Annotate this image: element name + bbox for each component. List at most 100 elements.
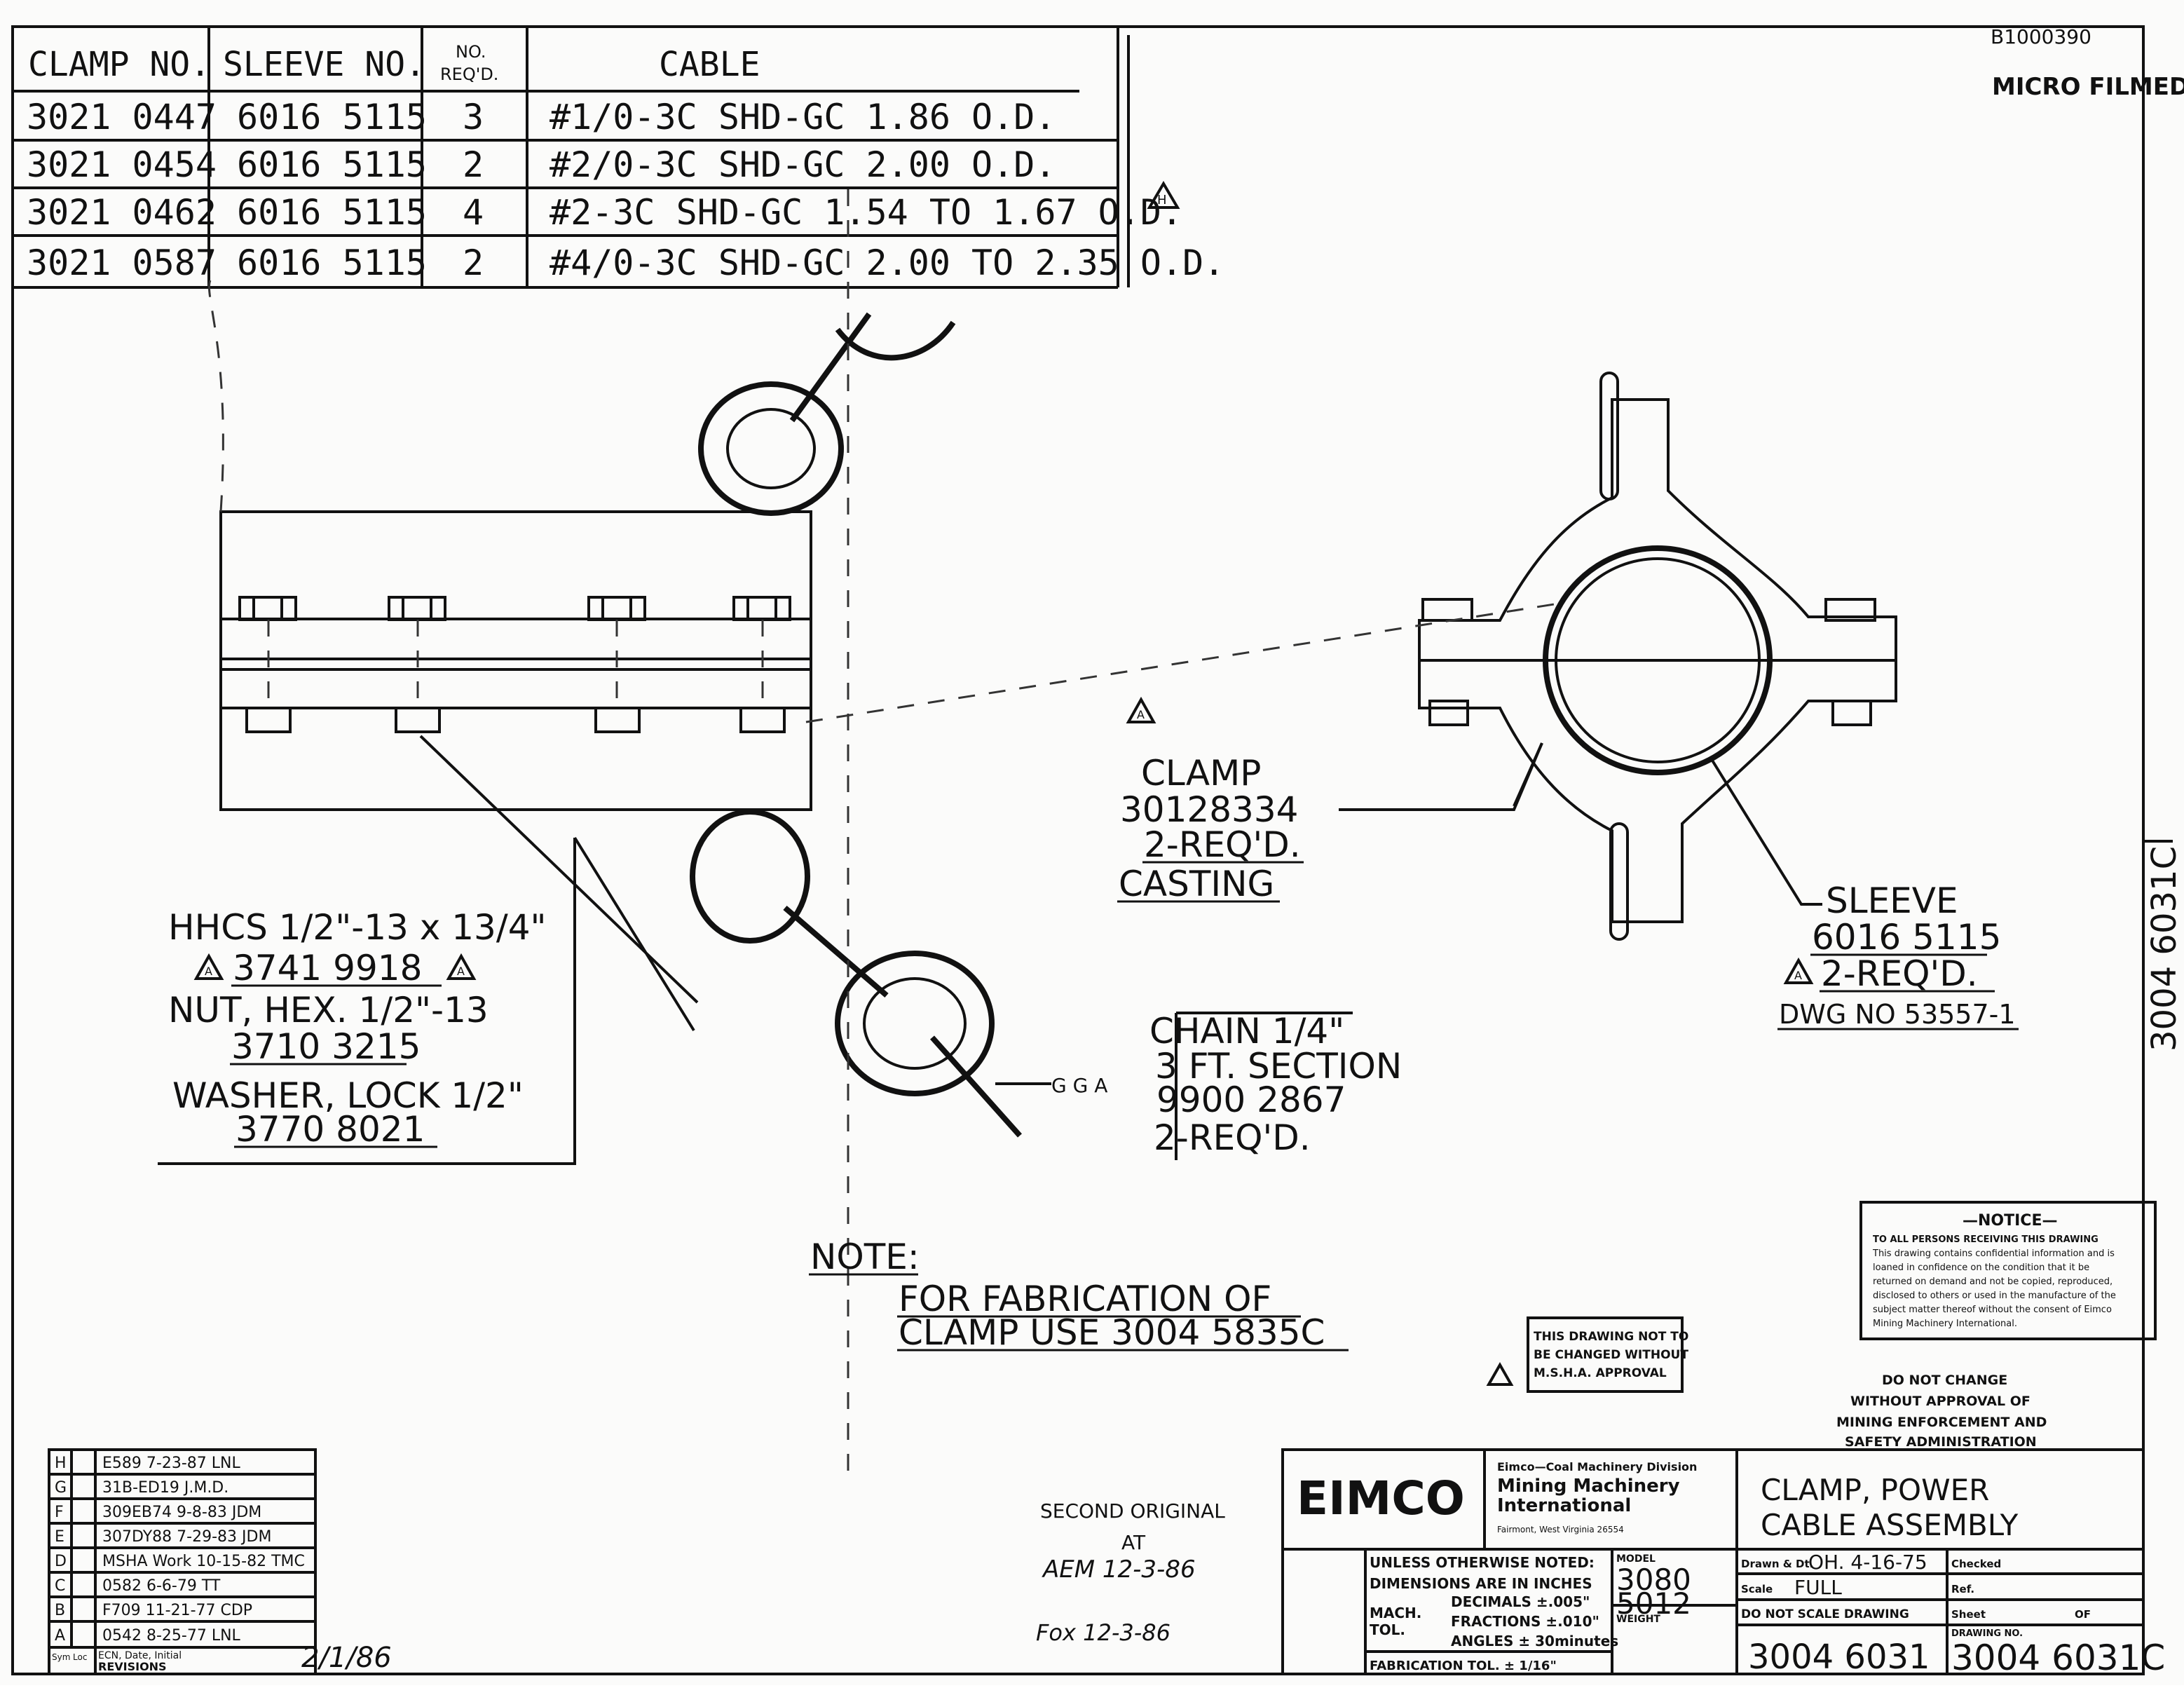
svg-text:TO ALL PERSONS RECEIVING THIS: TO ALL PERSONS RECEIVING THIS DRAWING — [1873, 1234, 2098, 1245]
svg-text:ECN, Date, Initial: ECN, Date, Initial — [98, 1650, 182, 1661]
row4-req: 2 — [463, 243, 484, 283]
sleeve-bolt-head-right — [1824, 598, 1876, 622]
chain-link-2 — [930, 1035, 1022, 1138]
svg-text:Eimco—Coal Machinery Division: Eimco—Coal Machinery Division — [1497, 1460, 1697, 1473]
hhcs-rev-triangle — [193, 953, 224, 980]
svg-text:Loc: Loc — [73, 1652, 87, 1662]
svg-text:This drawing contains confiden: This drawing contains confidential infor… — [1872, 1248, 2115, 1259]
sleeve-quantity: 2-REQ'D. — [1821, 953, 1978, 994]
svg-text:A: A — [1137, 708, 1145, 721]
svg-text:0542 8-25-77 LNL: 0542 8-25-77 LNL — [102, 1627, 241, 1645]
hhcs-part-number: 3741 9918 — [233, 948, 422, 988]
row2-req: 2 — [463, 144, 484, 185]
svg-text:Checked: Checked — [1951, 1558, 2001, 1570]
washer-part-number: 3770 8021 — [236, 1109, 425, 1150]
svg-text:disclosed to others or used in: disclosed to others or used in the manuf… — [1873, 1291, 2116, 1301]
header-req-line1: NO. — [456, 42, 486, 62]
clamp-callout: A CLAMP 30128334 2-REQ'D. CASTING — [1117, 696, 1543, 904]
svg-text:A: A — [205, 965, 212, 978]
svg-text:Fairmont, West Virginia 26554: Fairmont, West Virginia 26554 — [1497, 1525, 1624, 1534]
clamp-label: CLAMP — [1141, 753, 1261, 794]
svg-text:FABRICATION TOL. ± 1/16": FABRICATION TOL. ± 1/16" — [1370, 1659, 1557, 1673]
note-line-2: CLAMP USE 3004 5835C — [899, 1312, 1325, 1353]
side-drawing-number: 3004 6031C — [2145, 846, 2184, 1051]
clamp-quantity: 2-REQ'D. — [1144, 824, 1301, 865]
chain-link-1 — [783, 905, 889, 998]
microfilmed-stamp: MICRO FILMED — [1992, 73, 2184, 101]
chain-quantity: 2-REQ'D. — [1154, 1117, 1311, 1158]
title-block: EIMCO Eimco—Coal Machinery Division Mini… — [1281, 1448, 2165, 1678]
row1-cable: #1/0-3C SHD-GC 1.86 O.D. — [550, 97, 1056, 137]
svg-text:Sheet: Sheet — [1951, 1608, 1986, 1621]
section-line — [805, 601, 1564, 723]
svg-text:DO NOT CHANGE: DO NOT CHANGE — [1882, 1373, 2007, 1388]
chain-callout: G G A CHAIN 1/4" 3 FT. SECTION 9900 2867… — [995, 1011, 1402, 1160]
svg-text:MODEL: MODEL — [1616, 1553, 1656, 1565]
svg-text:returned on demand and not be: returned on demand and not be copied, re… — [1873, 1277, 2113, 1287]
chain-part-number: 9900 2867 — [1156, 1080, 1346, 1120]
svg-text:WEIGHT: WEIGHT — [1616, 1614, 1660, 1625]
row4-cable: #4/0-3C SHD-GC 2.00 TO 2.35 O.D. — [550, 243, 1224, 283]
revisions-title: REVISIONS — [98, 1660, 167, 1673]
msha-approval-box: THIS DRAWING NOT TO BE CHANGED WITHOUT M… — [1486, 1316, 1688, 1393]
chain-ring — [835, 951, 995, 1096]
row3-req: 4 — [463, 192, 484, 233]
svg-text:ANGLES ± 30minutes: ANGLES ± 30minutes — [1451, 1633, 1618, 1649]
svg-text:FRACTIONS ±.010": FRACTIONS ±.010" — [1451, 1613, 1599, 1630]
part-number: 3004 6031 — [1748, 1638, 1930, 1677]
company-name-1: Mining Machinery — [1497, 1476, 1680, 1497]
svg-text:loaned in confidence on the co: loaned in confidence on the condition th… — [1873, 1262, 2089, 1273]
svg-text:OF: OF — [2075, 1608, 2091, 1621]
svg-text:DO NOT SCALE DRAWING: DO NOT SCALE DRAWING — [1741, 1607, 1909, 1621]
notice-box: —NOTICE— TO ALL PERSONS RECEIVING THIS D… — [1859, 1201, 2157, 1340]
sleeve-part-number: 6016 5115 — [1812, 917, 2001, 958]
svg-text:SAFETY ADMINISTRATION: SAFETY ADMINISTRATION — [1845, 1434, 2037, 1450]
sleeve-callout: SLEEVE 6016 5115 A 2-REQ'D. DWG NO 53557… — [1709, 756, 2019, 1030]
svg-text:subject matter thereof without: subject matter thereof without the conse… — [1873, 1305, 2112, 1315]
row1-sleeve: 6016 5115 — [237, 97, 427, 137]
clamp-casting-outline — [1418, 398, 1897, 923]
svg-text:DECIMALS ±.005": DECIMALS ±.005" — [1451, 1593, 1590, 1610]
svg-text:Drawn & Dt.: Drawn & Dt. — [1741, 1558, 1813, 1570]
model-number-2: 5012 — [1616, 1586, 1691, 1621]
svg-text:E589 7-23-87 LNL: E589 7-23-87 LNL — [102, 1455, 240, 1472]
top-ring — [698, 381, 844, 516]
svg-text:309EB74 9-8-83 JDM: 309EB74 9-8-83 JDM — [102, 1504, 261, 1521]
fabrication-note: NOTE: FOR FABRICATION OF CLAMP USE 3004 … — [809, 1237, 1349, 1353]
svg-text:A: A — [55, 1627, 65, 1645]
row2-clamp: 3021 0454 — [27, 144, 217, 185]
washer-label: WASHER, LOCK 1/2" — [172, 1075, 524, 1116]
svg-text:C: C — [55, 1577, 65, 1595]
clamp-rev-triangle — [1126, 696, 1156, 723]
nut-part-number: 3710 3215 — [231, 1026, 421, 1067]
revisions-block: H E589 7-23-87 LNL G 31B-ED19 J.M.D. F 3… — [48, 1448, 392, 1675]
bottom-lug-bar — [1609, 822, 1629, 941]
row1-req: 3 — [463, 97, 484, 137]
sleeve-dwg-number: DWG NO 53557-1 — [1779, 999, 2016, 1030]
svg-text:AT: AT — [1121, 1531, 1146, 1554]
eimco-logo: EIMCO — [1297, 1471, 1465, 1525]
bolt-3 — [587, 596, 646, 733]
header-req-line2: REQ'D. — [440, 64, 498, 84]
svg-text:Scale: Scale — [1741, 1583, 1773, 1595]
chain-markers: G G A — [1051, 1074, 1107, 1097]
svg-text:31B-ED19 J.M.D.: 31B-ED19 J.M.D. — [102, 1479, 228, 1497]
top-chain-link — [789, 312, 872, 423]
svg-text:F: F — [55, 1504, 64, 1521]
nut-label: NUT, HEX. 1/2"-13 — [168, 990, 489, 1030]
sleeve-bolt-head-left — [1421, 598, 1473, 622]
row4-sleeve: 6016 5115 — [237, 243, 427, 283]
svg-text:H: H — [1157, 193, 1167, 207]
header-sleeve-no: SLEEVE NO. — [223, 45, 425, 84]
header-clamp-no: CLAMP NO. — [28, 45, 210, 84]
svg-text:DIMENSIONS ARE IN INCHES: DIMENSIONS ARE IN INCHES — [1370, 1575, 1592, 1592]
hhcs-label: HHCS 1/2"-13 x 13/4" — [168, 907, 547, 948]
svg-text:E: E — [55, 1528, 64, 1546]
svg-text:M.S.H.A. APPROVAL: M.S.H.A. APPROVAL — [1534, 1366, 1667, 1380]
svg-text:Sym: Sym — [52, 1652, 70, 1662]
svg-text:307DY88 7-29-83 JDM: 307DY88 7-29-83 JDM — [102, 1528, 271, 1546]
row2-cable: #2/0-3C SHD-GC 2.00 O.D. — [550, 144, 1056, 185]
do-not-change-stamp: DO NOT CHANGE WITHOUT APPROVAL OF MINING… — [1836, 1373, 2047, 1450]
drawing-title-1: CLAMP, POWER — [1761, 1473, 1989, 1507]
svg-text:THIS DRAWING NOT TO: THIS DRAWING NOT TO — [1534, 1330, 1688, 1344]
